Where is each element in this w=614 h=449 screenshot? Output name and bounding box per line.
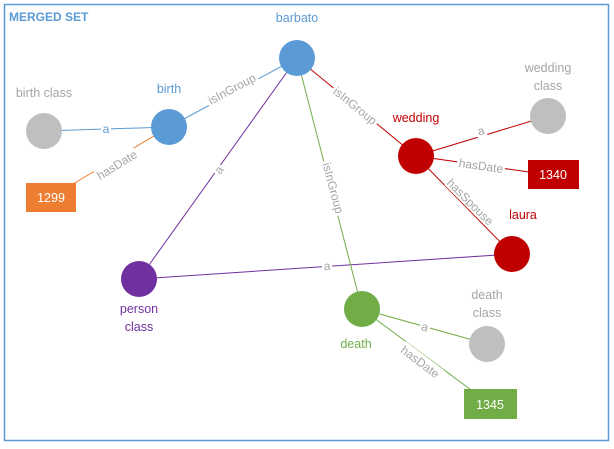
node-birth-class[interactable]	[26, 113, 62, 149]
svg-text:hasDate: hasDate	[94, 147, 140, 183]
label-person-class-line2: class	[125, 320, 153, 334]
label-death: death	[340, 337, 371, 351]
label-person-class-line1: person	[120, 302, 158, 316]
svg-text:hasSpouse: hasSpouse	[444, 176, 497, 229]
node-laura[interactable]	[494, 236, 530, 272]
label-death-class-line1: death	[471, 288, 502, 302]
svg-text:a: a	[476, 123, 487, 138]
node-wedding[interactable]	[398, 138, 434, 174]
label-birth-class: birth class	[16, 86, 72, 100]
edge-death-hasdate	[361, 308, 491, 405]
node-labels: barbato birth birth class wedding weddin…	[16, 11, 571, 351]
label-barbato: barbato	[276, 11, 318, 25]
label-birth: birth	[157, 82, 181, 96]
node-death-class[interactable]	[469, 326, 505, 362]
edge-label-wedding-hasdate: hasDate	[456, 154, 506, 176]
svg-text:hasDate: hasDate	[398, 343, 442, 381]
merged-set-frame	[3, 3, 610, 442]
label-death-class-line2: class	[473, 306, 501, 320]
label-wedding: wedding	[392, 111, 440, 125]
edge-label-birth-hasdate: hasDate	[93, 146, 140, 183]
edge-label-death-hasdate: hasDate	[397, 341, 444, 382]
edge-label-wedding-a: a	[473, 121, 488, 139]
node-death[interactable]	[344, 291, 380, 327]
nodes	[26, 40, 566, 362]
edge-label-laura-a-person: a	[321, 257, 333, 273]
box-wedding-date[interactable]: 1340	[528, 160, 579, 189]
svg-text:a: a	[420, 319, 431, 334]
node-birth[interactable]	[151, 109, 187, 145]
edge-label-wedding-hasspouse: hasSpouse	[444, 175, 497, 228]
date-boxes: 1299 1340 1345	[26, 160, 579, 419]
node-person-class[interactable]	[121, 261, 157, 297]
svg-text:isInGroup: isInGroup	[320, 161, 347, 215]
set-title: MERGED SET	[9, 10, 89, 24]
box-birth-date[interactable]: 1299	[26, 183, 76, 212]
edge-label-death-isingroup: isInGroup	[320, 158, 348, 217]
box-death-date[interactable]: 1345	[464, 389, 517, 419]
edge-label-barbato-a-person: a	[209, 161, 227, 178]
svg-text:a: a	[103, 122, 110, 136]
svg-text:a: a	[323, 259, 331, 273]
edge-label-birth-a: a	[101, 120, 111, 136]
label-wedding-class-line1: wedding	[524, 61, 572, 75]
node-barbato[interactable]	[279, 40, 315, 76]
label-wedding-class-line2: class	[534, 79, 562, 93]
svg-text:isInGroup: isInGroup	[206, 70, 259, 107]
svg-text:hasDate: hasDate	[458, 156, 505, 176]
edge-label-death-a: a	[418, 317, 433, 335]
svg-text:1299: 1299	[37, 191, 65, 205]
svg-text:1340: 1340	[539, 168, 567, 182]
svg-text:1345: 1345	[476, 398, 504, 412]
edge-label-wedding-isingroup: isInGroup	[329, 82, 382, 129]
node-wedding-class[interactable]	[530, 98, 566, 134]
svg-text:isInGroup: isInGroup	[330, 84, 379, 128]
edge-wedding-hasspouse	[415, 155, 513, 255]
label-laura: laura	[509, 208, 537, 222]
edge-label-birth-isingroup: isInGroup	[203, 68, 260, 108]
